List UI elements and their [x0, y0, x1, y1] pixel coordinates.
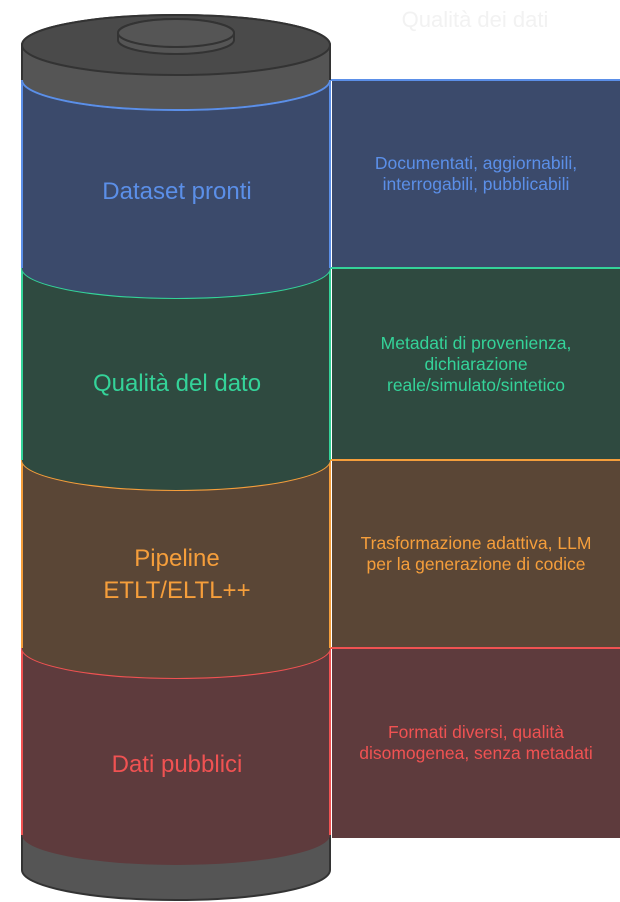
layer-1-label: Dataset pronti: [102, 178, 252, 205]
panel-1: [332, 80, 620, 268]
cylinder-layer-1: [22, 80, 330, 298]
layer-1-description: Documentati, aggiornabili, interrogabili…: [374, 153, 578, 194]
cylinder-layer-3: [22, 460, 330, 678]
top-cap-blue-rim: [21, 79, 331, 111]
layer-4-label: Dati pubblici: [111, 751, 243, 778]
panel-2: [332, 268, 620, 460]
cylinder-layer-4: [22, 648, 330, 865]
layer-3-label: Pipeline ETLT/ELTL++: [103, 545, 251, 604]
top-knob-ellipse: [117, 18, 235, 48]
panel-4: [332, 648, 620, 838]
cylinder-layer-2: [22, 268, 330, 490]
diagram-title: Qualità dei dati: [401, 7, 549, 32]
layer-3-description: Trasformazione adattiva, LLM per la gene…: [360, 533, 592, 574]
layer-2-description: Metadati di provenienza, dichiarazione r…: [380, 332, 572, 395]
panel-3: [332, 460, 620, 648]
layer-2-label: Qualità del dato: [92, 370, 262, 397]
layer-4-description: Formati diversi, qualità disomogenea, se…: [359, 722, 593, 763]
